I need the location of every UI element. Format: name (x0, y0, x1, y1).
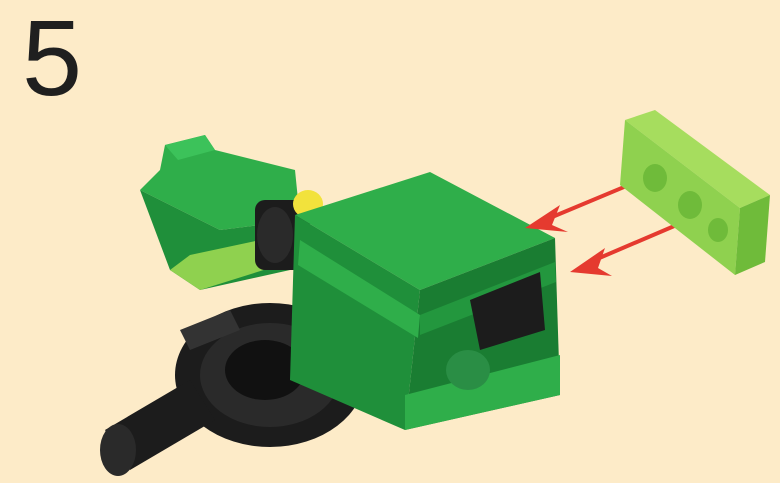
light-green-plate (620, 110, 770, 275)
green-cube-brick (290, 172, 560, 430)
